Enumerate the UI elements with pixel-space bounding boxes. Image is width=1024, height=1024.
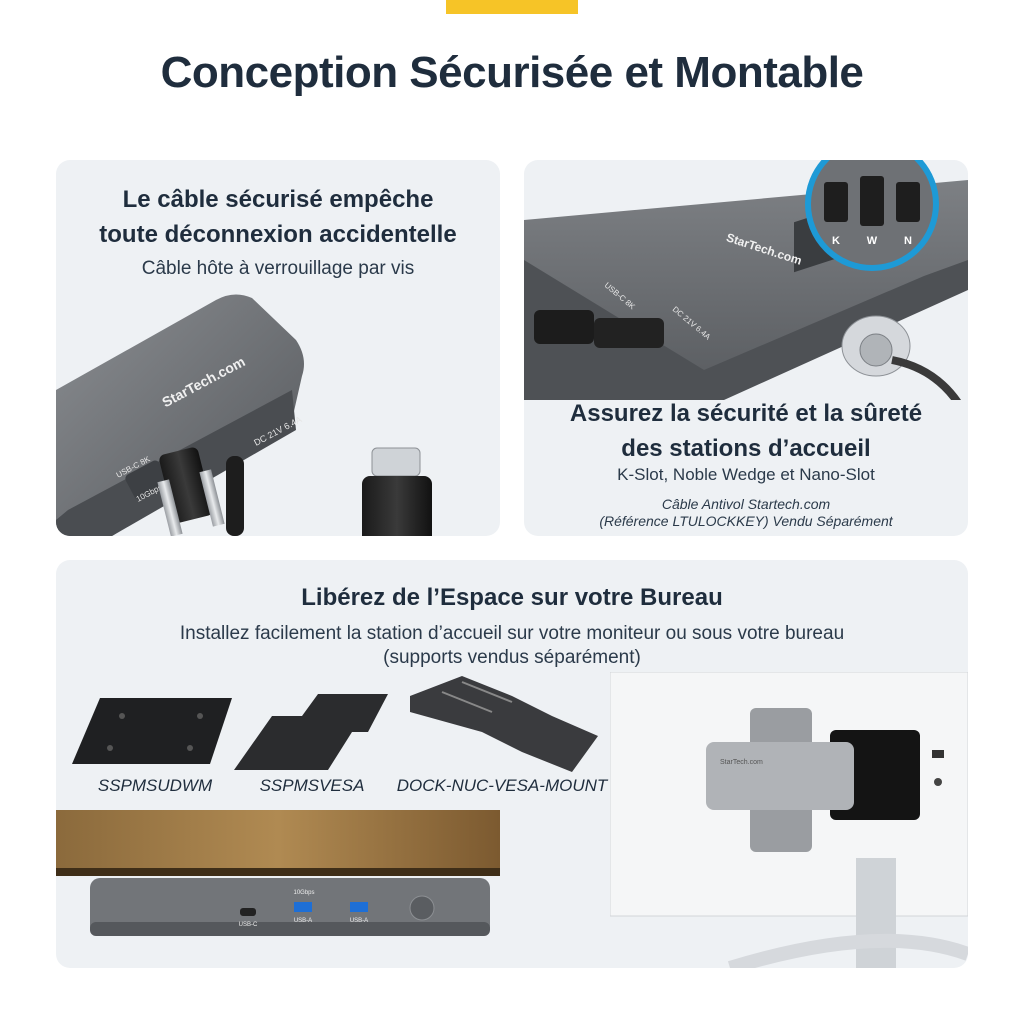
plate-sspmsvesa-image	[234, 694, 388, 770]
plate-sspmsudwm-image	[72, 698, 232, 764]
slot-label-w: W	[867, 235, 878, 247]
dock-port-label-usba-1: USB-A	[294, 918, 312, 924]
dock-port-label-usba-2: USB-A	[350, 918, 368, 924]
mount-heading: Libérez de l’Espace sur votre Bureau	[301, 584, 723, 611]
slot-label-k: K	[832, 235, 840, 247]
dock-with-locking-cable-image: StarTech.com DC 21V 6.4A USB-C 8K 10Gbps	[56, 294, 432, 536]
under-desk-dock-image: 10Gbps USB-C USB-A USB-A	[56, 810, 500, 936]
security-note-line2: (Référence LTULOCKKEY) Vendu Séparément	[599, 513, 893, 529]
security-heading-line2: des stations d’accueil	[621, 435, 871, 462]
security-heading: Assurez la sécurité et la sûreté des sta…	[524, 396, 968, 466]
mount-subheading: Installez facilement la station d’accuei…	[56, 622, 968, 670]
cable-heading: Le câble sécurisé empêche toute déconnex…	[56, 182, 500, 252]
security-note-line1: Câble Antivol Startech.com	[661, 496, 831, 512]
security-subheading: K-Slot, Noble Wedge et Nano-Slot	[617, 465, 875, 484]
slot-label-n: N	[904, 235, 912, 247]
mount-subheading-line1: Installez facilement la station d’accuei…	[179, 623, 845, 644]
page-title: Conception Sécurisée et Montable	[160, 48, 864, 97]
monitor-dock-brand: StarTech.com	[720, 759, 763, 766]
dock-port-label-usbc: USB-C	[239, 922, 258, 928]
cable-heading-line1: Le câble sécurisé empêche	[122, 186, 434, 213]
dock-speed-label: 10Gbps	[293, 890, 314, 896]
cable-heading-line2: toute déconnexion accidentelle	[99, 221, 457, 248]
plate-label-dock-nuc-vesa-mount: DOCK-NUC-VESA-MOUNT	[396, 776, 608, 795]
monitor-back-mount-image: StarTech.com	[610, 672, 968, 968]
security-note: Câble Antivol Startech.com (Référence LT…	[524, 496, 968, 530]
secure-cable-panel: Le câble sécurisé empêche toute déconnex…	[56, 160, 500, 536]
accent-bar	[446, 0, 578, 14]
mount-subheading-line2: (supports vendus séparément)	[383, 647, 641, 668]
plate-label-sspmsvesa: SSPMSVESA	[259, 776, 365, 795]
security-panel: StarTech.com DC 21V 6.4A USB-C 8K K W N …	[524, 160, 968, 536]
mount-panel: Libérez de l’Espace sur votre Bureau Ins…	[56, 560, 968, 968]
slot-callout: K W N	[805, 160, 939, 271]
security-heading-line1: Assurez la sécurité et la sûreté	[569, 400, 923, 427]
cable-subheading: Câble hôte à verrouillage par vis	[141, 258, 415, 279]
plate-label-sspmsudwm: SSPMSUDWM	[97, 776, 213, 795]
plate-dock-nuc-vesa-mount-image	[410, 676, 598, 772]
